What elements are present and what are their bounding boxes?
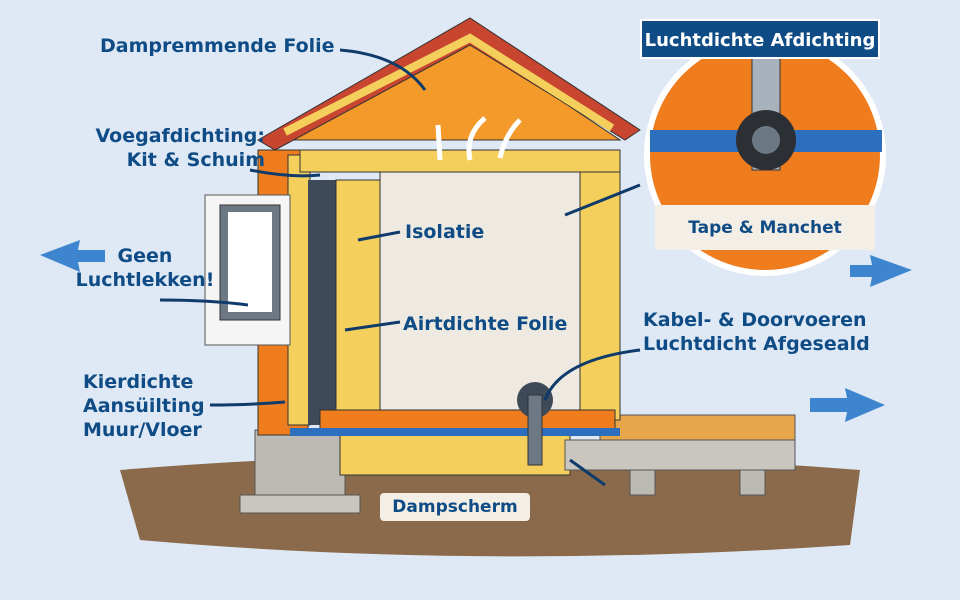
label-gap-seal: Kierdichte Aansüilting Muur/Vloer [83, 370, 205, 442]
label-vapor-retarder: Dampremmende Folie [100, 35, 335, 57]
pointer-arrows [159, 48, 641, 487]
label-insulation: Isolatie [405, 221, 485, 243]
label-no-leaks-line1: Geen [117, 245, 173, 267]
label-joint-sealing: Voegafdichting: Kit & Schuim [40, 124, 265, 172]
label-no-leaks: Geen Luchtlekken! [70, 244, 220, 292]
foundation [254, 429, 346, 496]
label-cables: Kabel- & Doorvoeren Luchtdicht Afgeseald [643, 308, 870, 356]
label-gap-seal-line2: Aansüilting [83, 395, 205, 417]
label-vapor-barrier: Dampscherm [380, 493, 530, 521]
airflow-arrows [435, 116, 522, 161]
pipe [527, 394, 543, 466]
airtight-sealing-badge: Luchtdichte Afdichting [640, 19, 880, 59]
interior-wall [379, 171, 581, 411]
label-airtight-foil: Airtdichte Folie [403, 313, 568, 335]
label-cables-line2: Luchtdicht Afgeseald [643, 333, 870, 355]
label-joint-sealing-line1: Voegafdichting: [95, 125, 265, 147]
insulation-layer [335, 179, 382, 426]
label-cables-line1: Kabel- & Doorvoeren [643, 309, 867, 331]
label-gap-seal-line3: Muur/Vloer [83, 419, 202, 441]
air-arrow-icons [40, 240, 912, 422]
terrace [599, 414, 796, 441]
airtight-foil-layer [308, 180, 336, 425]
label-joint-sealing-line2: Kit & Schuim [126, 149, 265, 171]
label-tape-sleeve: Tape & Manchet [688, 218, 842, 238]
label-gap-seal-line1: Kierdichte [83, 371, 194, 393]
right-wall [579, 149, 621, 421]
label-no-leaks-line2: Luchtlekken! [75, 269, 215, 291]
